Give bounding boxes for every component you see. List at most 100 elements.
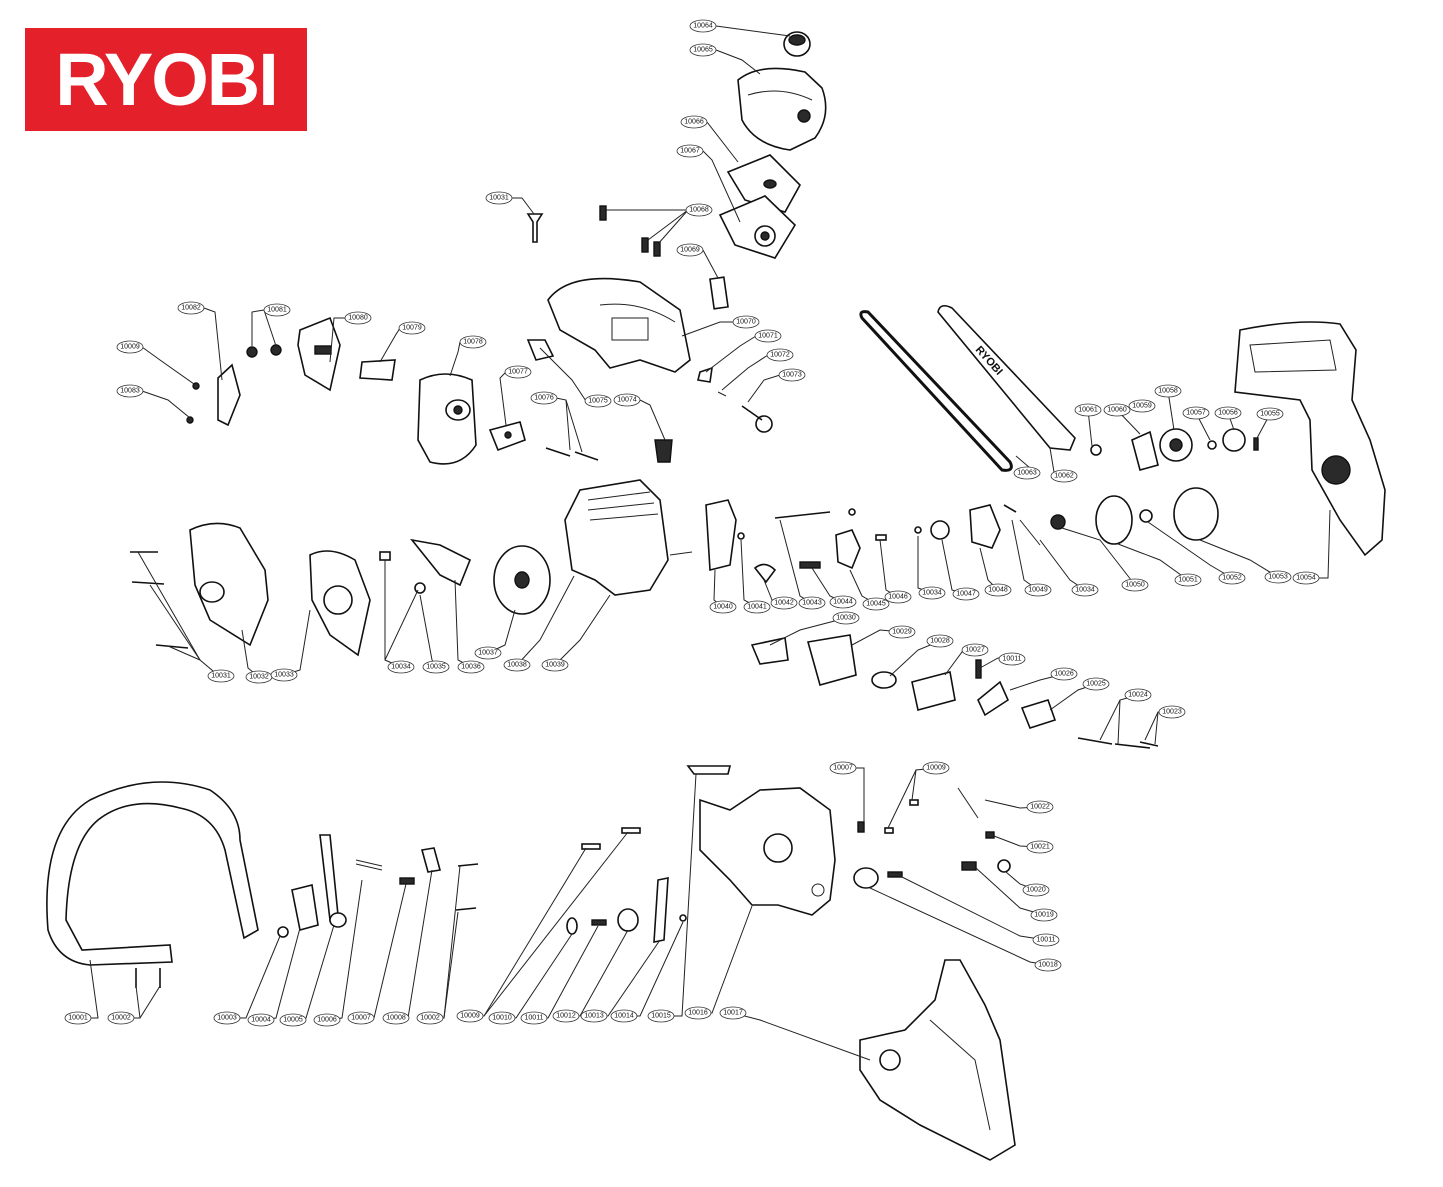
label-10049: 10049	[1024, 583, 1052, 597]
parts-10061-10055	[1090, 428, 1259, 471]
label-10034-mid: 10034	[918, 586, 946, 600]
label-10003: 10003	[213, 1011, 241, 1025]
crankcase-10016	[699, 787, 836, 916]
svg-text:10074: 10074	[617, 397, 637, 404]
label-10077: 10077	[504, 365, 532, 379]
label-10007-left: 10007	[347, 1011, 375, 1025]
label-10058: 10058	[1154, 384, 1182, 398]
shroud-part	[547, 277, 691, 373]
svg-text:10045: 10045	[866, 601, 886, 608]
svg-text:10006: 10006	[317, 1017, 337, 1024]
guide-bar-10062: RYOBI	[937, 304, 1076, 451]
flywheel-10037	[493, 545, 551, 615]
svg-text:10039: 10039	[545, 662, 565, 669]
leader-lines	[78, 25, 1331, 1061]
label-10004: 10004	[247, 1013, 275, 1027]
label-10009-bottom: 10009	[456, 1009, 484, 1023]
svg-text:10068: 10068	[689, 207, 709, 214]
carb-parts-10030-10023	[750, 634, 1159, 749]
svg-text:10018: 10018	[1038, 962, 1058, 969]
svg-text:10077: 10077	[508, 369, 528, 376]
svg-text:10009: 10009	[926, 765, 946, 772]
svg-text:10003: 10003	[217, 1015, 237, 1022]
part-labels: 10064 10065 10066 10067 10068 10069 1003…	[64, 19, 1320, 1027]
starter-pulley-10033	[309, 550, 371, 657]
svg-text:10053: 10053	[1268, 574, 1288, 581]
label-10044: 10044	[829, 595, 857, 609]
label-10031-top: 10031	[485, 191, 513, 205]
label-10046: 10046	[884, 590, 912, 604]
label-10065: 10065	[689, 43, 717, 57]
label-10011-right: 10011	[1032, 933, 1060, 947]
label-10010: 10010	[488, 1011, 516, 1025]
svg-text:10004: 10004	[251, 1017, 271, 1024]
svg-text:10028: 10028	[930, 638, 950, 645]
svg-text:10061: 10061	[1078, 407, 1098, 414]
label-10032: 10032	[245, 670, 273, 684]
ryobi-logo: RYOBI	[25, 28, 307, 131]
ryobi-logo-text: RYOBI	[55, 38, 279, 121]
svg-text:10042: 10042	[774, 600, 794, 607]
svg-text:10047: 10047	[956, 591, 976, 598]
label-10020: 10020	[1022, 883, 1050, 897]
svg-text:10035: 10035	[426, 664, 446, 671]
ignition-parts-10034-10036	[379, 538, 472, 594]
label-10002-left: 10002	[107, 1011, 135, 1025]
svg-text:10038: 10038	[507, 662, 527, 669]
svg-text:10009: 10009	[460, 1013, 480, 1020]
svg-text:10027: 10027	[965, 647, 985, 654]
svg-text:10002: 10002	[420, 1015, 440, 1022]
bottom-small-parts	[277, 765, 732, 943]
svg-text:10020: 10020	[1026, 887, 1046, 894]
svg-text:10040: 10040	[713, 604, 733, 611]
svg-text:10031: 10031	[211, 673, 231, 680]
svg-text:10001: 10001	[68, 1015, 88, 1022]
label-10011-bottom: 10011	[520, 1011, 548, 1025]
label-10061: 10061	[1074, 403, 1102, 417]
svg-text:10025: 10025	[1086, 681, 1106, 688]
svg-text:10051: 10051	[1178, 577, 1198, 584]
label-10034-right: 10034	[1071, 583, 1099, 597]
label-10063: 10063	[1013, 466, 1041, 480]
small-parts-10009-10083	[186, 382, 200, 424]
screws-10068	[599, 205, 661, 257]
svg-text:10079: 10079	[402, 325, 422, 332]
label-10007-right: 10007	[829, 761, 857, 775]
svg-text:10052: 10052	[1222, 575, 1242, 582]
gasket-10079	[359, 359, 396, 381]
bracket-10082	[217, 363, 241, 427]
label-10035: 10035	[422, 660, 450, 674]
label-10006: 10006	[313, 1013, 341, 1027]
front-handle-10001	[46, 781, 259, 966]
label-10062: 10062	[1050, 469, 1078, 483]
filter-base-part	[718, 195, 797, 259]
svg-text:10016: 10016	[688, 1010, 708, 1017]
label-10042: 10042	[770, 596, 798, 610]
choke-plate-part	[709, 276, 729, 310]
starter-housing-10032	[189, 522, 269, 647]
label-10027: 10027	[961, 643, 989, 657]
chain-10063	[859, 310, 1013, 472]
svg-text:10021: 10021	[1030, 844, 1050, 851]
label-10048: 10048	[984, 583, 1012, 597]
right-parts-10018-10022	[853, 787, 1011, 889]
label-10072: 10072	[766, 348, 794, 362]
label-10015: 10015	[647, 1009, 675, 1023]
svg-text:10013: 10013	[584, 1013, 604, 1020]
svg-text:10034: 10034	[922, 590, 942, 597]
cover-10080	[297, 316, 341, 392]
svg-text:10054: 10054	[1296, 575, 1316, 582]
svg-text:10026: 10026	[1054, 671, 1074, 678]
rear-handle-10054	[1234, 321, 1386, 557]
parts-10040-10046	[705, 499, 887, 584]
svg-text:10041: 10041	[747, 604, 767, 611]
svg-text:10064: 10064	[693, 23, 713, 30]
label-10053: 10053	[1264, 570, 1292, 584]
svg-text:10007: 10007	[833, 765, 853, 772]
svg-text:10073: 10073	[782, 372, 802, 379]
label-10002-right: 10002	[416, 1011, 444, 1025]
air-filter-part	[726, 154, 801, 213]
svg-text:10069: 10069	[680, 247, 700, 254]
svg-text:10057: 10057	[1186, 410, 1206, 417]
svg-text:10036: 10036	[461, 664, 481, 671]
